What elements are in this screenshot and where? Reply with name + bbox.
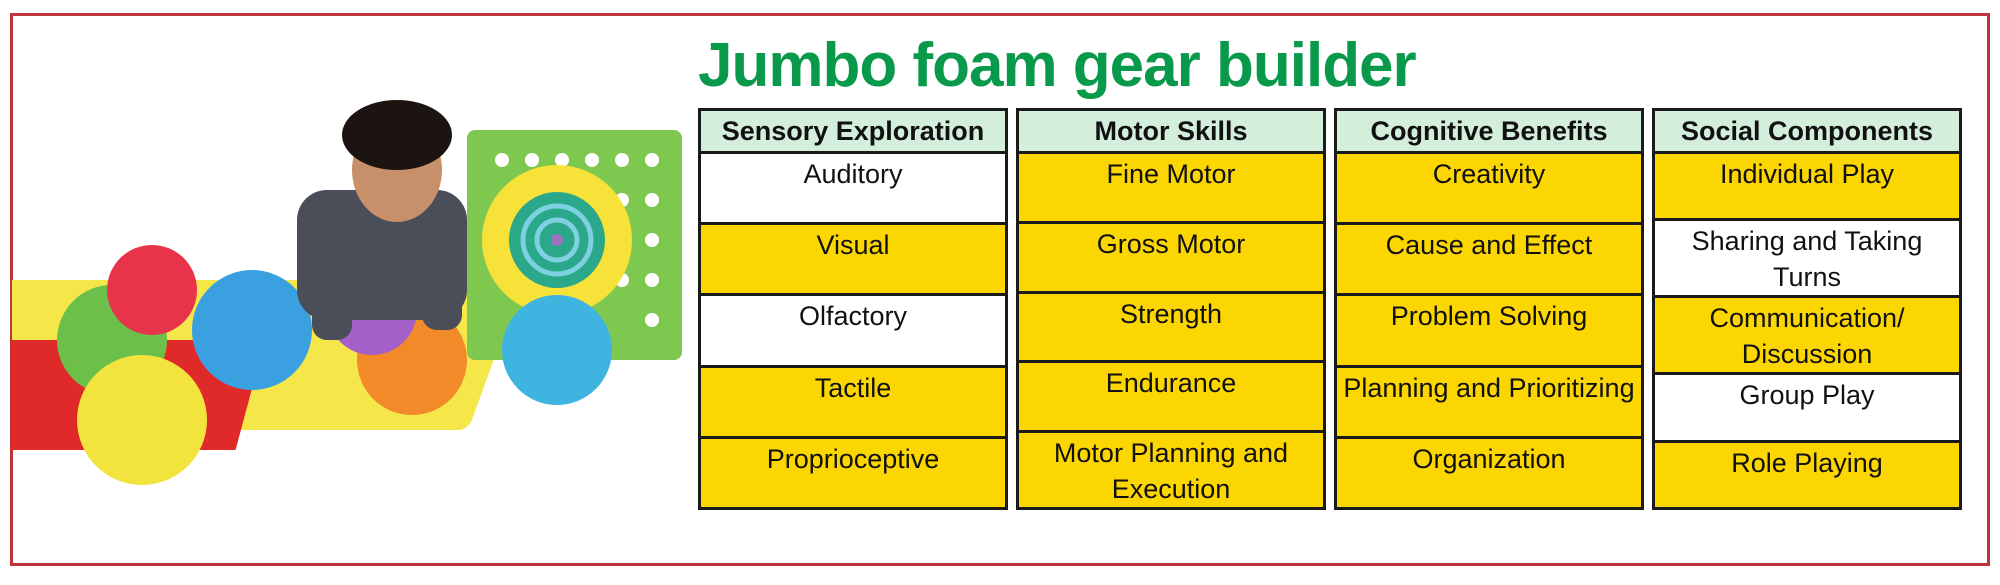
page-title: Jumbo foam gear builder xyxy=(698,31,1417,100)
table-cell: Olfactory xyxy=(701,296,1005,365)
table-cell: Strength xyxy=(1019,293,1323,361)
table-cell: Role Playing xyxy=(1655,442,1959,507)
table-cell: Creativity xyxy=(1337,154,1641,223)
table-cell: Organization xyxy=(1337,438,1641,508)
table-cell: Gross Motor xyxy=(1019,223,1323,291)
table-cell: Motor Planning and Execution xyxy=(1019,433,1323,507)
table-cell: Cause and Effect xyxy=(1337,225,1641,294)
table-cell: Visual xyxy=(701,225,1005,294)
table-cell: Proprioceptive xyxy=(701,438,1005,508)
table-cell: Group Play xyxy=(1655,375,1959,440)
table-cell: Communication/ Discussion xyxy=(1655,298,1959,373)
table-cell: Endurance xyxy=(1019,363,1323,430)
column-header: Cognitive Benefits xyxy=(1337,111,1641,151)
table-cell: Problem Solving xyxy=(1337,296,1641,365)
column-header: Social Components xyxy=(1655,111,1959,151)
table-cell: Sharing and Taking Turns xyxy=(1655,221,1959,296)
column-header: Motor Skills xyxy=(1019,111,1323,151)
table-cell: Tactile xyxy=(701,367,1005,436)
table-cell: Fine Motor xyxy=(1019,154,1323,221)
product-photo-child-with-foam-gears xyxy=(12,100,682,485)
table-cell: Auditory xyxy=(701,154,1005,223)
column-header: Sensory Exploration xyxy=(701,111,1005,151)
table-cell: Planning and Prioritizing xyxy=(1337,367,1641,436)
table-cell: Individual Play xyxy=(1655,154,1959,219)
